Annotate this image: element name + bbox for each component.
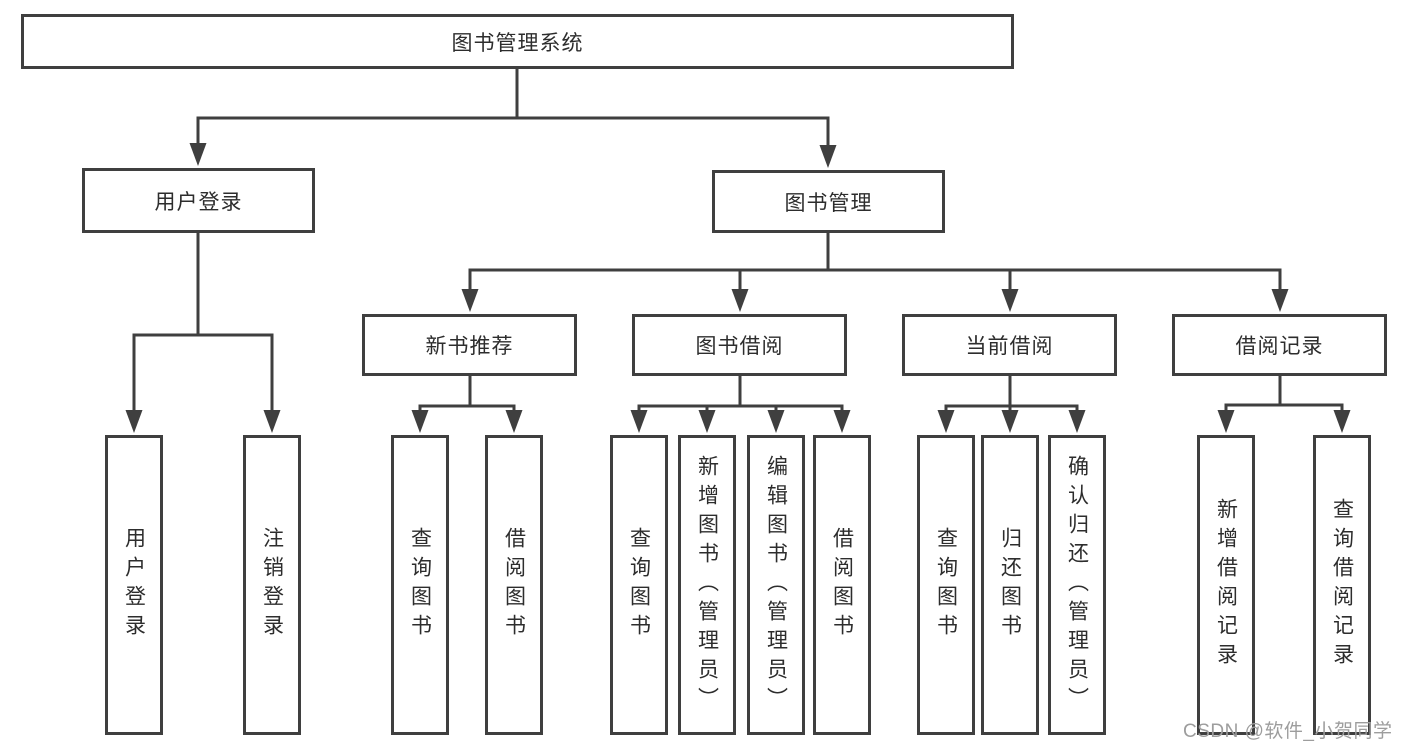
- node-label: 注销登录: [260, 527, 284, 643]
- node-label: 借阅图书: [502, 527, 526, 643]
- node-label: 查询图书: [934, 527, 958, 643]
- node-label: 查询借阅记录: [1330, 498, 1354, 672]
- connector-book-management-to-level3: [468, 233, 1282, 292]
- node-label: 新增借阅记录: [1214, 498, 1238, 672]
- node-query-books-under-recommend: 查询图书: [391, 435, 449, 735]
- connector-current-to-leaves: [944, 376, 1079, 412]
- csdn-watermark: CSDN @软件_小贺同学: [1183, 721, 1393, 742]
- node-book-management: 图书管理: [712, 170, 945, 233]
- node-label: 查询图书: [408, 527, 432, 643]
- node-library-management-system: 图书管理系统: [21, 14, 1014, 69]
- node-query-borrow-record: 查询借阅记录: [1313, 435, 1371, 735]
- node-current-borrowing: 当前借阅: [902, 314, 1117, 376]
- node-query-books-under-borrowing: 查询图书: [610, 435, 668, 735]
- node-borrow-books-under-borrowing: 借阅图书: [813, 435, 871, 735]
- node-label: 查询图书: [627, 527, 651, 643]
- connector-borrowing-to-leaves: [637, 376, 844, 412]
- node-add-borrow-record: 新增借阅记录: [1197, 435, 1255, 735]
- node-label: 图书借阅: [695, 335, 784, 358]
- node-user-login: 用户登录: [82, 168, 315, 233]
- node-borrow-books-under-recommend: 借阅图书: [485, 435, 543, 735]
- node-user-login-action: 用户登录: [105, 435, 163, 735]
- node-label: 新书推荐: [425, 335, 514, 358]
- node-book-borrowing: 图书借阅: [632, 314, 847, 376]
- connector-recommend-to-leaves: [418, 376, 516, 412]
- connector-records-to-leaves: [1224, 376, 1344, 412]
- node-label: 借阅记录: [1235, 335, 1324, 358]
- connector-user-login-to-leaves: [132, 233, 274, 412]
- node-borrowing-records: 借阅记录: [1172, 314, 1387, 376]
- node-new-book-recommend: 新书推荐: [362, 314, 577, 376]
- node-label: 借阅图书: [830, 527, 854, 643]
- node-label: 当前借阅: [965, 335, 1054, 358]
- node-return-books: 归还图书: [981, 435, 1039, 735]
- node-label: 图书管理: [784, 191, 873, 215]
- node-label: 新增图书（管理员）: [695, 454, 719, 716]
- node-label: 用户登录: [154, 190, 243, 214]
- arrowheads: [125, 143, 1351, 433]
- node-add-books-admin: 新增图书（管理员）: [678, 435, 736, 735]
- node-label: 图书管理系统: [451, 31, 584, 55]
- node-label: 确认归还（管理员）: [1065, 454, 1089, 716]
- node-label: 归还图书: [998, 527, 1022, 643]
- connector-root-to-level2: [196, 69, 830, 148]
- node-query-books-under-current: 查询图书: [917, 435, 975, 735]
- node-edit-books-admin: 编辑图书（管理员）: [747, 435, 805, 735]
- node-logout-action: 注销登录: [243, 435, 301, 735]
- node-label: 编辑图书（管理员）: [764, 454, 788, 716]
- node-confirm-return-admin: 确认归还（管理员）: [1048, 435, 1106, 735]
- node-label: 用户登录: [122, 527, 146, 643]
